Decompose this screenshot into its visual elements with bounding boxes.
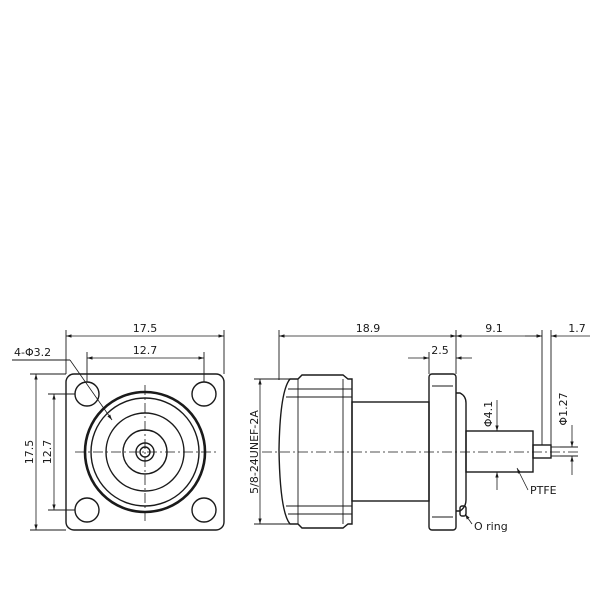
mounting-hole	[74, 497, 100, 523]
mounting-hole	[74, 381, 100, 407]
front-height-label: 17.5	[23, 440, 36, 465]
body-length-label: 18.9	[356, 322, 381, 335]
front-width-label: 17.5	[133, 322, 158, 335]
threaded-body	[278, 374, 353, 529]
mounting-hole	[191, 381, 217, 407]
thread-spec-label: 5/8-24UNEF-2A	[248, 410, 261, 494]
hole-callout-label: 4-Φ3.2	[14, 346, 51, 359]
ptfe-label: PTFE	[530, 484, 557, 497]
pin-length-label: 9.1	[485, 322, 503, 335]
front-view: 17.5 12.7 4-Φ3.2 17.5 12.7	[12, 322, 225, 531]
mounting-hole	[191, 497, 217, 523]
pin-diameter-label: Φ1.27	[557, 392, 570, 425]
side-view: 5/8-24UNEF-2A 18.9 2.5 9.1 1.7 Φ4.1 Φ1.2…	[248, 322, 590, 533]
neck	[351, 401, 430, 502]
o-ring-label: O ring	[474, 520, 508, 533]
insulator-diameter-label: Φ4.1	[482, 401, 495, 427]
front-hole-spacing-v-label: 12.7	[41, 440, 54, 465]
center-pin-side	[532, 444, 552, 459]
o-ring	[459, 505, 467, 517]
flange-thickness-label: 2.5	[431, 344, 449, 357]
pin-tip-label: 1.7	[568, 322, 586, 335]
front-flange-outline	[65, 373, 225, 531]
front-hole-spacing-h-label: 12.7	[133, 344, 158, 357]
ptfe-insulator	[465, 430, 534, 473]
